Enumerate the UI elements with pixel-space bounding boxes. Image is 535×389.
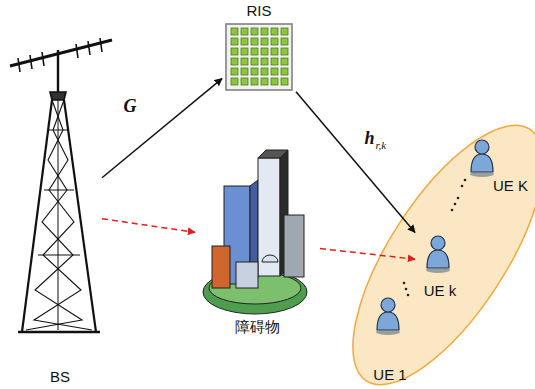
user-node: UE k	[415, 225, 465, 299]
blocked-path-arrow	[102, 219, 195, 233]
ris-elements	[230, 27, 290, 87]
ellipsis-dots	[403, 179, 467, 297]
channel-arrow	[102, 79, 222, 178]
ris-panel	[226, 24, 292, 90]
ris-node: RIS	[222, 2, 296, 94]
blocked-path-arrow	[320, 249, 415, 260]
user-node: UE 1	[365, 285, 415, 383]
bs-tower	[10, 38, 112, 332]
channel-arrow	[296, 92, 415, 233]
node-label: RIS	[246, 2, 271, 19]
base-station-node: BS	[18, 40, 102, 385]
user-region	[318, 98, 535, 389]
subscript: r,k	[376, 140, 387, 151]
node-label: BS	[50, 368, 70, 385]
node-label: 障碍物	[235, 318, 280, 335]
node-label: UE 1	[373, 366, 406, 383]
node-label: UE k	[424, 282, 457, 299]
obstacle-buildings	[203, 150, 307, 314]
user-icon	[426, 236, 450, 273]
user-node: UE K	[462, 132, 528, 194]
node-label: UE K	[493, 177, 528, 194]
obstacle-node: 障碍物	[195, 148, 320, 335]
user-icon	[470, 140, 494, 177]
user-icon	[376, 298, 400, 335]
channel-symbol: h	[364, 129, 374, 147]
channel-symbol: G	[124, 97, 137, 115]
